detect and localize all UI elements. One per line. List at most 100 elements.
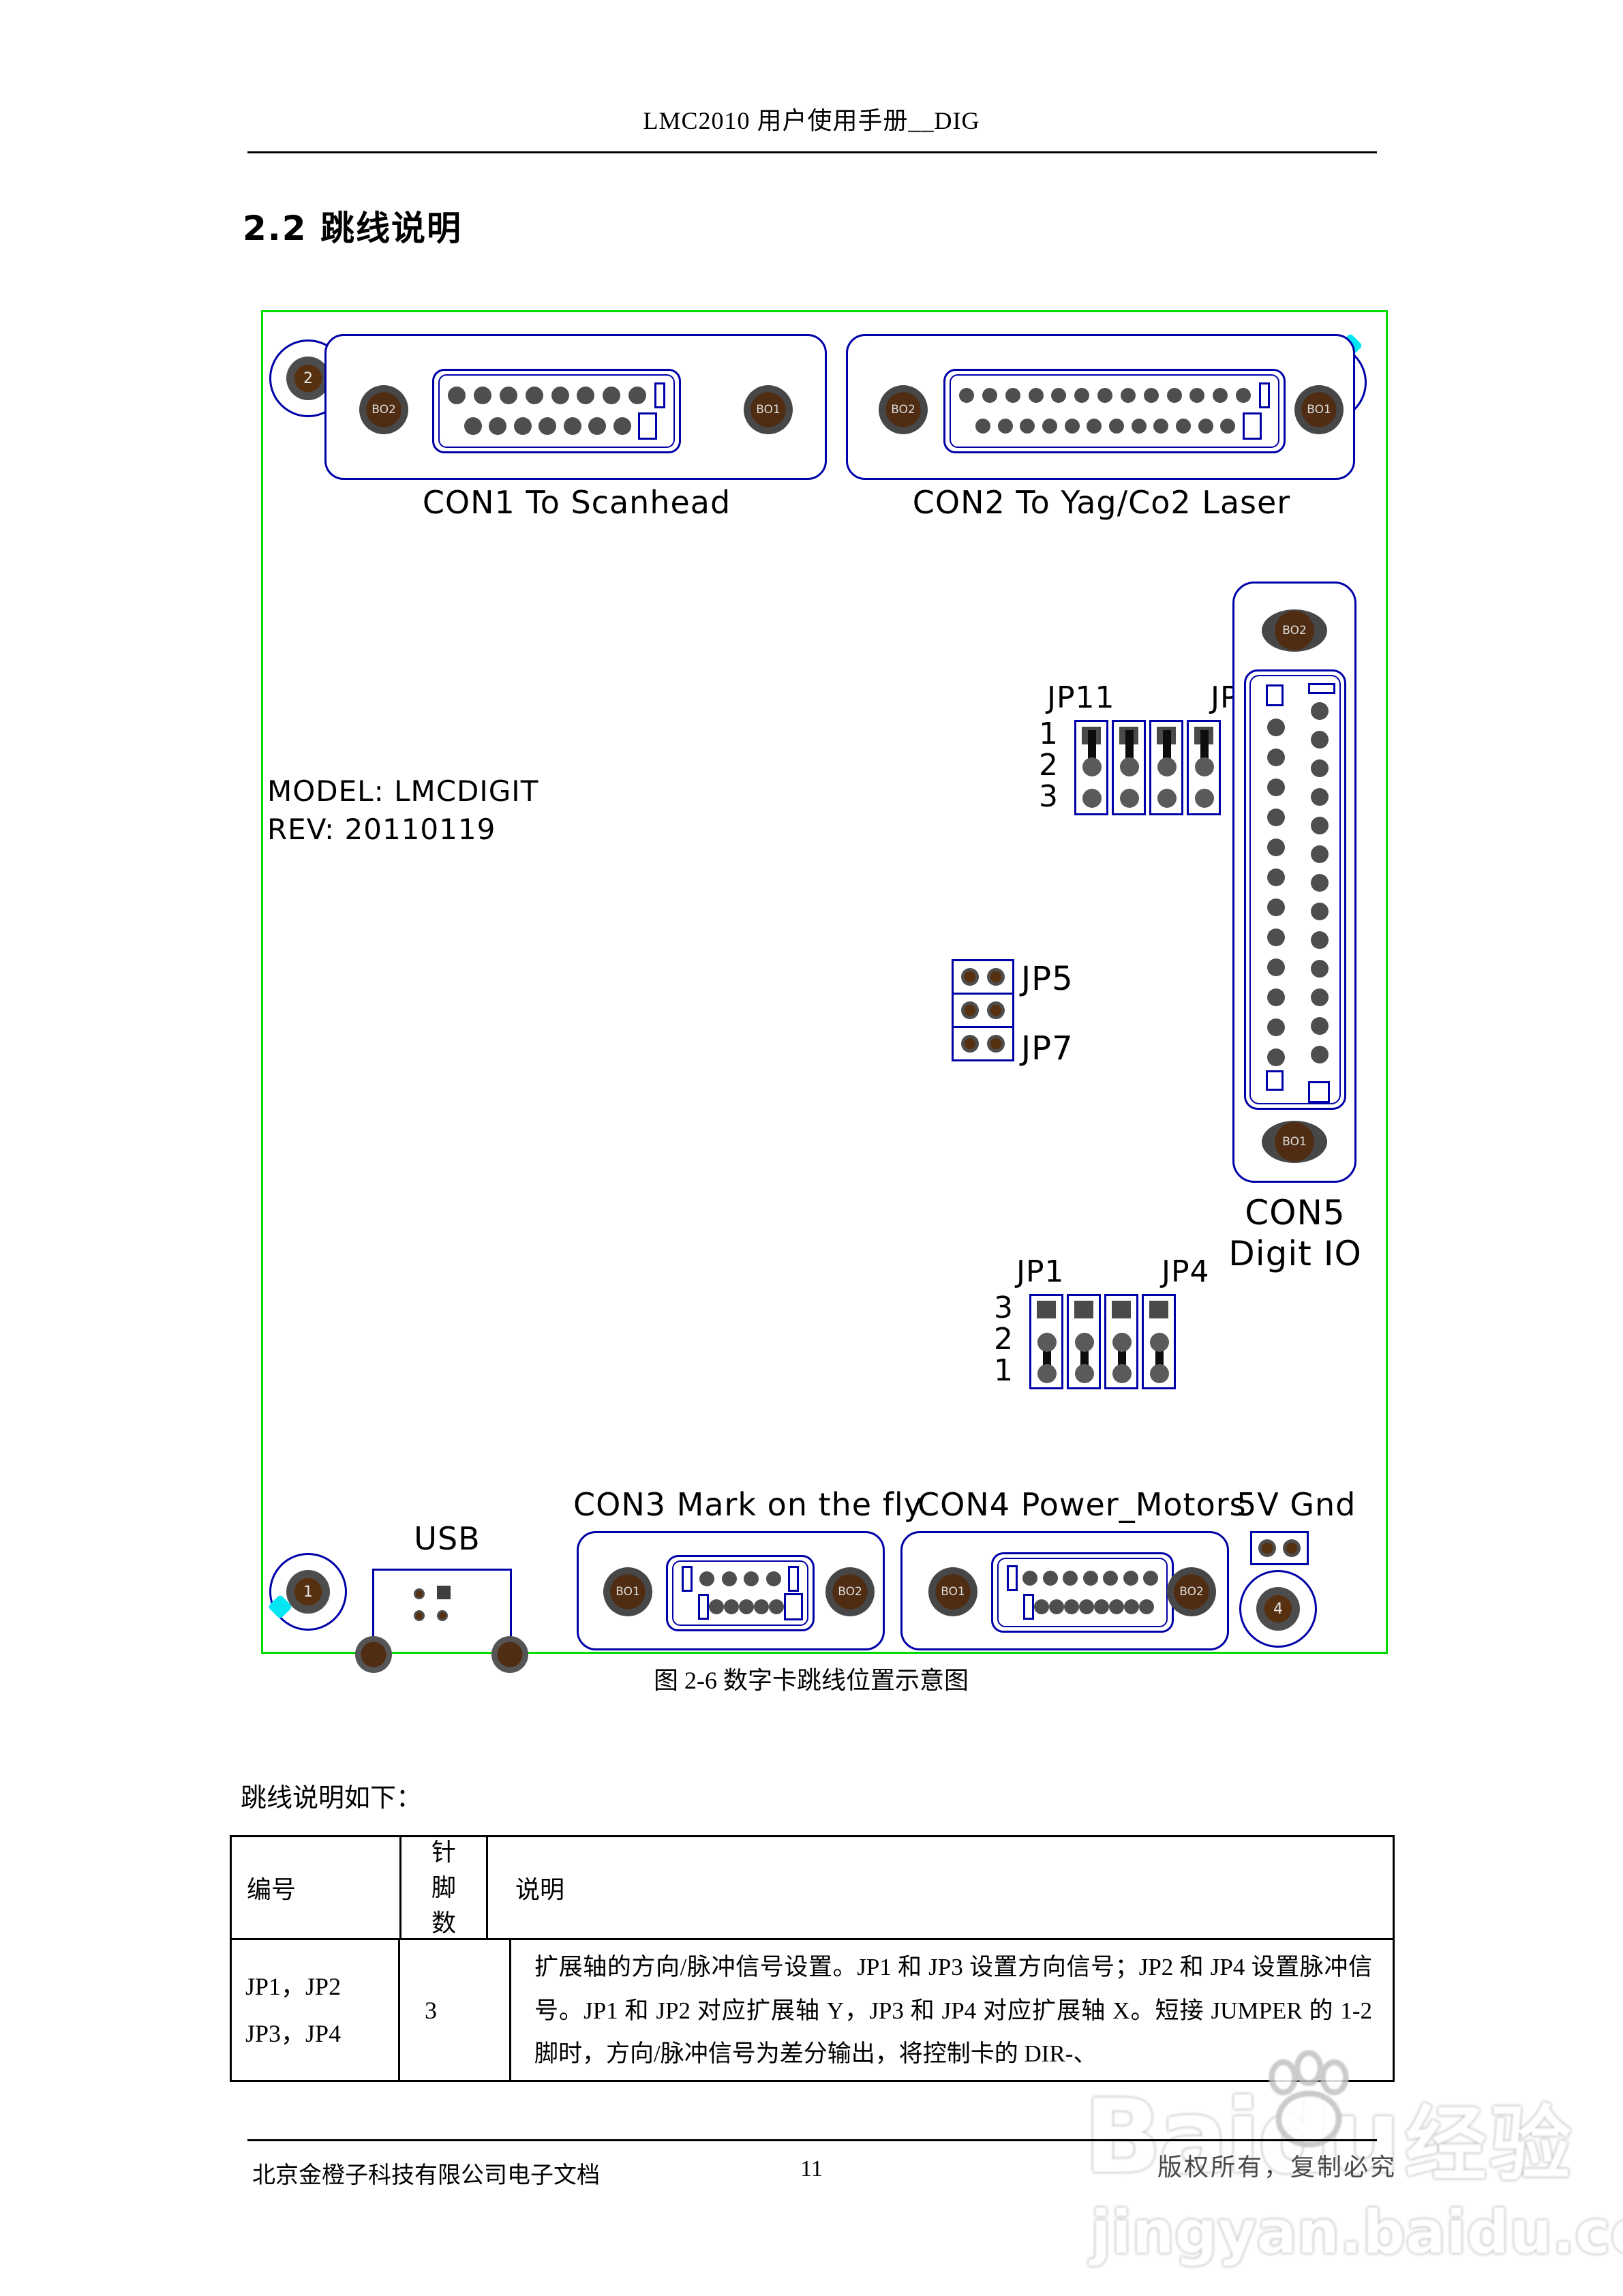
jumper-pin: [1195, 789, 1214, 808]
pin-dot: [744, 1571, 759, 1586]
pin-dot: [1311, 874, 1329, 892]
board-diagram: 2 3 1 4 BO2 BO1 CON1 To Scanhead BO2 BO1…: [261, 310, 1388, 1673]
pin-row-top: [682, 1566, 799, 1592]
pin-dot: [769, 1599, 784, 1614]
pin-dot: [1267, 749, 1285, 766]
jumper-pin: [1157, 789, 1177, 808]
con1-bolt-right: BO1: [744, 385, 793, 434]
pin-dot: [1028, 388, 1044, 403]
jumper-pad: [1037, 1301, 1056, 1318]
db-shell-inner: [997, 1558, 1168, 1627]
usb-bolt-left: [355, 1636, 392, 1673]
pin-dot: [1143, 388, 1159, 403]
table-cell-id: JP1，JP2 JP3，JP4: [232, 1940, 400, 2080]
watermark-brand-cn: 经验: [1405, 2098, 1575, 2192]
pin-dot: [1311, 731, 1329, 749]
pin-dot: [1153, 419, 1169, 434]
pin-dot: [1108, 419, 1124, 434]
pin-dot: [1097, 388, 1113, 403]
pin-dot: [1267, 809, 1285, 826]
con2-block: BO2 BO1: [846, 334, 1355, 480]
pin-dot: [1311, 702, 1329, 720]
pin-dot: [1220, 419, 1236, 434]
pin-cap: [682, 1566, 693, 1592]
pin-dot: [986, 1035, 1005, 1053]
pin-dot: [1139, 1599, 1154, 1615]
pin-cap: [784, 1593, 803, 1620]
pin-dot: [1020, 419, 1035, 434]
pin-dot: [1267, 839, 1285, 856]
pin-dot: [739, 1599, 754, 1614]
jumper-pin: [1082, 757, 1102, 776]
jp7-label: JP7: [1021, 1029, 1074, 1068]
pin-dot: [961, 968, 980, 986]
pin-dot: [961, 1001, 980, 1019]
pin-dot: [588, 417, 607, 435]
jumper-pin: [1075, 1364, 1094, 1383]
jumper-pin: [1195, 757, 1214, 776]
jumper-block: [1029, 1294, 1063, 1389]
pin-row-top: [448, 382, 665, 408]
con1-dsub: [432, 369, 681, 453]
paw-icon: [1269, 2050, 1349, 2148]
hole-number: 2: [303, 369, 313, 387]
pin-dot: [765, 1571, 781, 1586]
pin-dot: [1198, 419, 1213, 434]
jumper-pin: [1150, 1364, 1169, 1383]
jumper-pin-number: 2: [1039, 748, 1058, 783]
watermark-brand: Baidu: [1084, 2078, 1401, 2196]
pin-dot: [1063, 1570, 1078, 1586]
pin-dot: [1022, 1570, 1038, 1586]
jp11-jp8-jumpers: [1074, 720, 1221, 815]
pin-dot: [1267, 988, 1285, 1006]
pin-dot: [1213, 388, 1228, 403]
db-shell: [991, 1552, 1174, 1633]
con4-block: BO1 BO2: [900, 1531, 1229, 1650]
header-row: [952, 993, 1014, 1028]
watermark-url: jingyan.baidu.com: [1091, 2197, 1623, 2267]
pin-dot: [1189, 388, 1205, 403]
jumper-pin-number: 2: [994, 1322, 1013, 1357]
pin-dot: [628, 387, 647, 404]
pin-dot: [1082, 1570, 1098, 1586]
table-header-pins: 针脚数: [401, 1837, 488, 1938]
pin-dot: [1131, 419, 1147, 434]
jp11-label: JP11: [1047, 680, 1115, 715]
jumper-pin-number: 1: [1039, 716, 1058, 751]
pin-cap: [1242, 412, 1262, 440]
footer-rule: [247, 2139, 1377, 2141]
con5-dsub: [1244, 669, 1346, 1110]
jumper-table: 编号 针脚数 说明 JP1，JP2 JP3，JP4 3 扩展轴的方向/脉冲信号设…: [230, 1835, 1395, 2082]
pin-dot: [1051, 388, 1067, 403]
pin-dot: [539, 417, 557, 435]
con5-label-line1: CON5: [1245, 1193, 1346, 1233]
jumper-pin-number: 3: [1039, 779, 1058, 814]
pin-dot: [1079, 1599, 1094, 1615]
pin-cap: [1258, 382, 1270, 408]
hole-number: 4: [1273, 1600, 1283, 1618]
pin-dot: [1311, 931, 1329, 949]
db-shell-inner: [438, 374, 675, 448]
pin-dot: [1175, 419, 1191, 434]
pin-dot: [1166, 388, 1182, 403]
pin-dot: [1267, 868, 1285, 886]
pin-dot: [986, 968, 1005, 986]
table-cell-pins: 3: [400, 1940, 511, 2080]
pin-dot: [699, 1571, 715, 1586]
pin-dot: [1311, 1017, 1329, 1035]
usb-pin: [414, 1588, 425, 1599]
footer-company: 北京金橙子科技有限公司电子文档: [252, 2163, 600, 2188]
pin-dot: [1267, 958, 1285, 976]
pin-dot: [1124, 1599, 1139, 1615]
pin-dot: [1267, 898, 1285, 916]
pin-row-bottom: [464, 412, 657, 440]
con2-label: CON2 To Yag/Co2 Laser: [912, 484, 1291, 521]
mount-hole-pin: 2: [286, 357, 330, 400]
mount-hole-4: 4: [1239, 1570, 1317, 1648]
power-pin: [1258, 1539, 1277, 1557]
con5-bolt-top: BO2: [1262, 609, 1327, 652]
pin-dot: [551, 387, 569, 404]
jumper-block: [1067, 1294, 1101, 1389]
